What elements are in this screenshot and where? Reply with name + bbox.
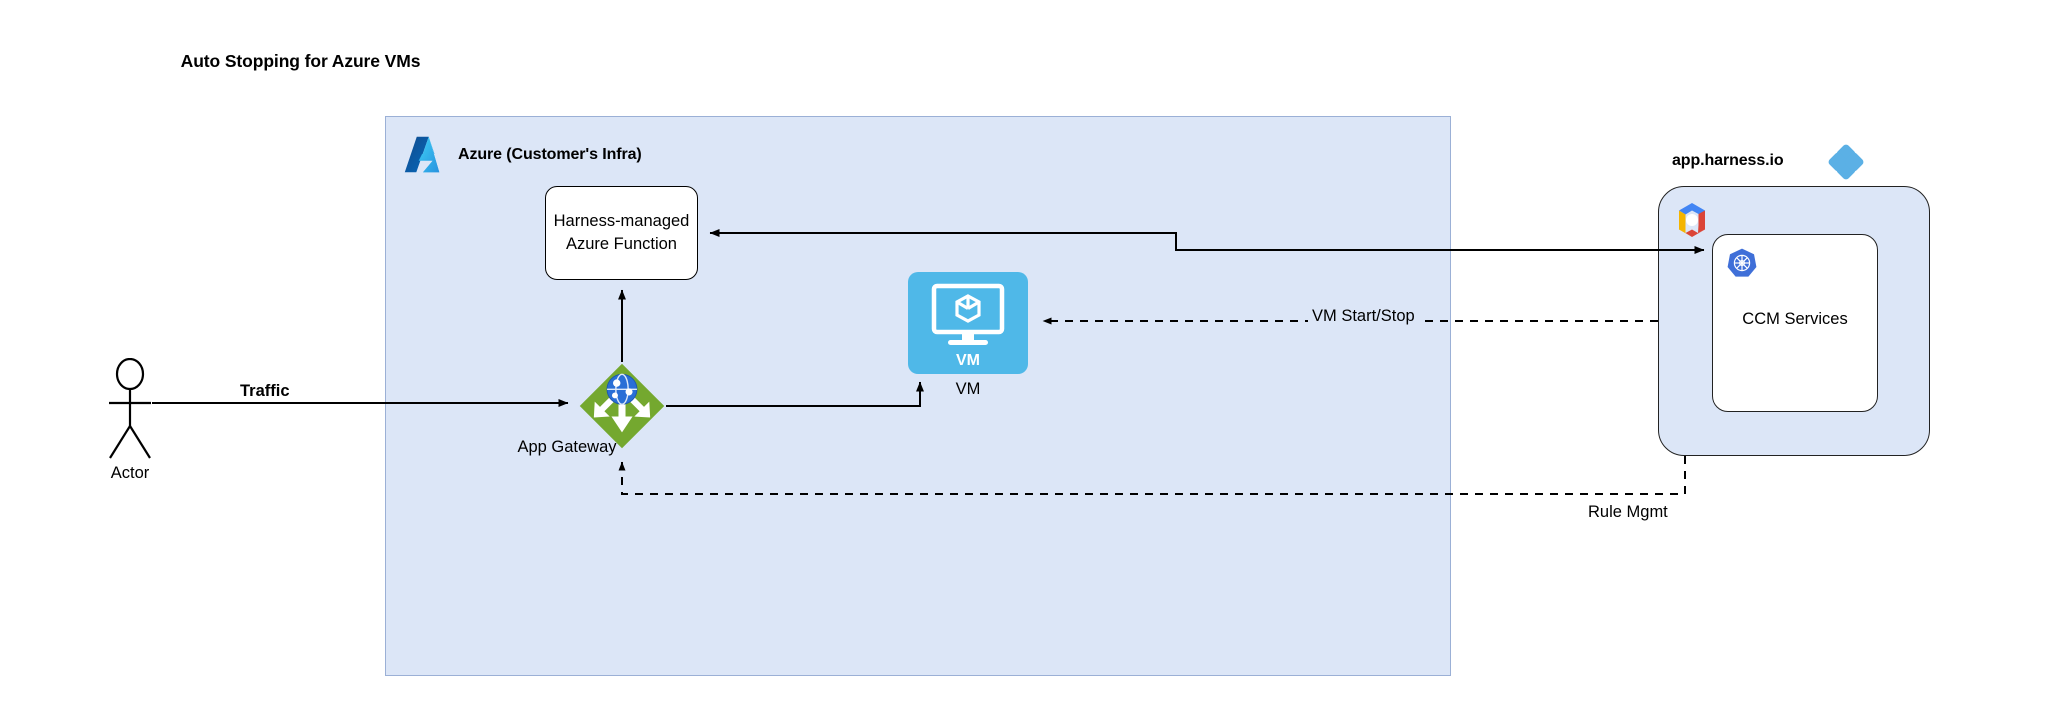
app-gateway-icon[interactable]: [578, 362, 666, 450]
harness-title: app.harness.io: [1672, 152, 1784, 169]
ccm-services-label: CCM Services: [1742, 310, 1848, 328]
edge-label-vm-start-stop: VM Start/Stop: [1308, 307, 1419, 326]
actor-label: Actor: [110, 464, 150, 482]
azure-container-label: Azure (Customer's Infra): [458, 146, 642, 163]
edge-label-traffic: Traffic: [240, 382, 290, 400]
page-title: Auto Stopping for Azure VMs: [180, 51, 421, 71]
app-gateway-label: App Gateway: [517, 438, 617, 456]
actor-stick-figure-icon: [100, 357, 160, 462]
harness-logo-icon: [1828, 144, 1864, 180]
virtual-machine-icon[interactable]: VM: [908, 272, 1028, 374]
harness-hex-logo-icon: [1672, 200, 1712, 240]
harness-managed-azure-function-box[interactable]: Harness-managed Azure Function: [545, 186, 698, 280]
azure-logo-icon: [400, 132, 446, 178]
edge-label-rule-mgmt: Rule Mgmt: [1588, 503, 1668, 521]
kubernetes-icon: [1726, 247, 1758, 279]
vm-label: VM: [955, 380, 981, 398]
vm-icon-caption: VM: [956, 352, 980, 369]
